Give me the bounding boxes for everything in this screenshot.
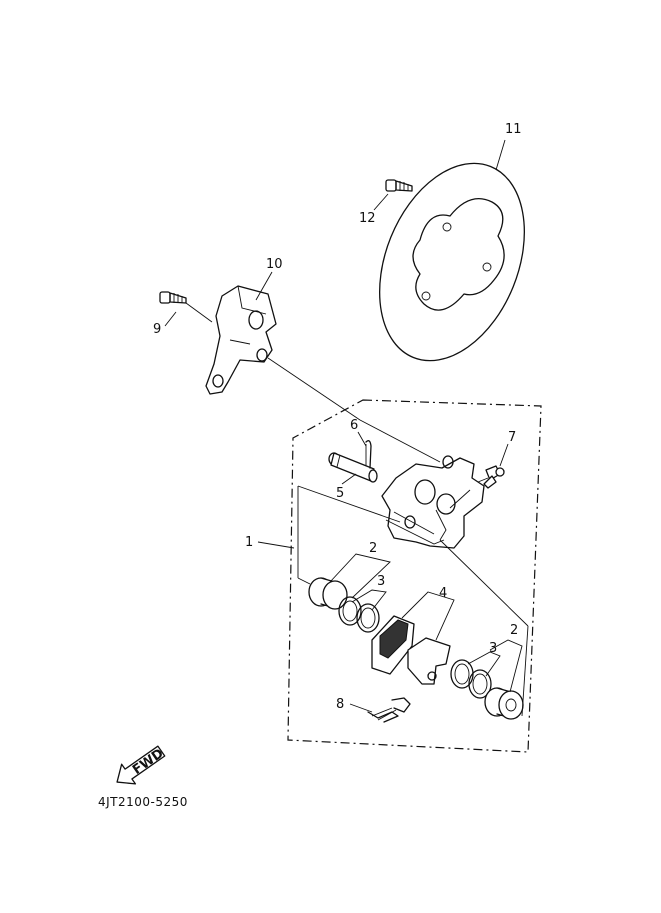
callout-3-left: 3 <box>377 574 385 589</box>
callout-7: 7 <box>508 430 516 445</box>
callout-8: 8 <box>336 697 344 712</box>
piston-left <box>308 577 348 610</box>
callout-12: 12 <box>359 211 376 226</box>
callout-leaders <box>297 485 529 717</box>
brake-disc <box>379 162 525 362</box>
retaining-clip <box>365 440 372 469</box>
callout-9: 9 <box>153 322 161 337</box>
piston-seal-left <box>338 596 380 633</box>
callout-3-right: 3 <box>489 641 497 656</box>
caliper-body <box>381 455 485 549</box>
pad-spring <box>367 697 411 723</box>
callout-5: 5 <box>336 486 344 501</box>
piston-right <box>484 687 524 720</box>
disc-bolt <box>385 179 413 192</box>
fwd-arrow: FWD <box>116 745 167 785</box>
diagram-code: 4JT2100-5250 <box>98 795 188 809</box>
brake-pad-left <box>371 615 415 675</box>
brake-pad-right <box>407 637 451 685</box>
callout-4: 4 <box>439 586 447 601</box>
callout-11: 11 <box>505 122 522 137</box>
callout-1: 1 <box>245 535 253 550</box>
callout-10: 10 <box>266 257 283 272</box>
caliper-bracket <box>205 285 277 395</box>
piston-seal-right <box>450 659 492 699</box>
callout-2-left: 2 <box>369 541 377 556</box>
callout-6: 6 <box>350 418 358 433</box>
bracket-bolt <box>159 291 213 323</box>
slide-pin <box>328 452 378 483</box>
bleed-screw <box>477 465 505 489</box>
callout-2-right: 2 <box>510 623 518 638</box>
